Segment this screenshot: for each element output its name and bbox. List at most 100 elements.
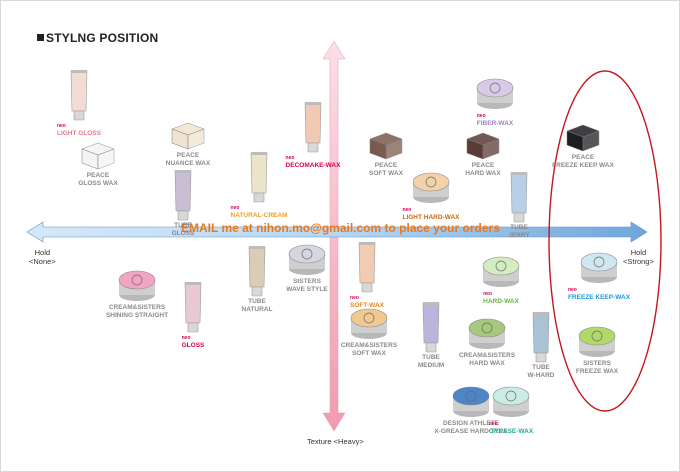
shining-straight-product-image [118, 270, 156, 301]
tube-medium-product-image [422, 302, 440, 353]
hold-none-label: Hold<None> [29, 248, 56, 266]
title-square-icon [37, 34, 44, 41]
decomake-wax-product-image [304, 102, 322, 153]
gloss-wax-product-image [81, 142, 115, 170]
light-hard-wax-product-image [412, 172, 450, 203]
product-name: GLOSS [181, 342, 205, 349]
product-brand: PEACE [86, 172, 110, 179]
product-brand: TUBE [422, 354, 440, 361]
product-name: SOFT WAX [369, 170, 403, 177]
product-name: JERRY [508, 232, 530, 239]
neo-badge: neo [285, 155, 295, 161]
soft-wax-product-image [369, 132, 403, 160]
order-email-overlay: EMAIL me at nihon.mo@gmail.com to place … [181, 221, 500, 235]
product-brand: TUBE [510, 224, 528, 231]
neo-badge: neo [476, 113, 486, 119]
product-name: W-HARD [527, 372, 555, 379]
tube-natural-product-image [248, 246, 266, 297]
neo-badge: neo [483, 291, 493, 297]
product-name: FREEZE KEEP-WAX [567, 294, 631, 301]
product-brand: SISTERS [583, 360, 611, 367]
neo-badge: neo [56, 123, 66, 129]
neo-badge: neo [350, 295, 359, 301]
cs-hard-wax-product-image [468, 318, 506, 349]
product-name: SOFT-WAX [350, 302, 384, 309]
product-name: NATURAL [241, 306, 273, 313]
product-name: NUANCE WAX [165, 160, 211, 167]
natural-cream-product-image [250, 152, 268, 203]
light-gloss-product-image [70, 70, 88, 121]
product-brand: CREAM&SISTERS [458, 352, 516, 359]
fiber-wax-product-image [476, 78, 514, 109]
product-name: HARD WAX [465, 170, 501, 177]
texture-heavy-label: Texture <Heavy> [307, 437, 364, 446]
product-name: SHINING STRAIGHT [105, 312, 169, 319]
product-brand: TUBE [532, 364, 550, 371]
product-brand: DESIGN ATHLETE [443, 420, 499, 427]
strong-hold-highlight [548, 70, 662, 412]
cs-soft-wax-product-image [350, 308, 388, 339]
product-name: DECOMAKE-WAX [285, 162, 341, 169]
neo-badge: neo [181, 335, 191, 341]
x-grease-product-image [452, 386, 490, 417]
neo-badge: neo [230, 205, 240, 211]
product-brand: PEACE [374, 162, 398, 169]
product-brand: TUBE [248, 298, 266, 305]
product-name: LIGHT HARD-WAX [402, 214, 460, 221]
product-name: GLOSS WAX [78, 180, 118, 187]
product-name: GLOSS [171, 230, 195, 237]
product-brand: PEACE [471, 162, 495, 169]
sisters-freeze-wax-product-image [578, 326, 616, 357]
tube-w-hard-product-image [532, 312, 550, 363]
grease-wax-product-image [492, 386, 530, 417]
product-name: FIBER-WAX [476, 120, 514, 127]
product-name: X-GREASE HARD TYPE [434, 428, 508, 435]
product-name: NATURAL-CREAM [230, 212, 288, 219]
tube-jerry-product-image [510, 172, 528, 223]
neo-badge: neo [402, 207, 412, 213]
product-brand: PEACE [571, 154, 595, 161]
product-name: GREASE-WAX [488, 428, 534, 435]
product-brand: CREAM&SISTERS [340, 342, 398, 349]
product-name: FREEZE KEEP WAX [552, 162, 614, 169]
freeze-keep-wax-neo-product-image [580, 252, 618, 283]
hard-wax-neo-product-image [482, 256, 520, 287]
gloss-product-image [184, 282, 202, 333]
product-name: LIGHT GLOSS [56, 130, 102, 137]
product-name: SOFT WAX [352, 350, 386, 357]
freeze-keep-wax-peace-product-image [566, 124, 600, 152]
product-name: HARD-WAX [483, 298, 519, 305]
product-brand: CREAM&SISTERS [108, 304, 166, 311]
product-brand: SISTERS [293, 278, 321, 285]
wave-style-product-image [288, 244, 326, 275]
soft-wax-neo-product-image [358, 242, 376, 293]
neo-badge: neo [488, 421, 498, 427]
page-title: STYLNG POSITION [37, 31, 158, 45]
product-brand: TUBE [174, 222, 192, 229]
product-brand: PEACE [176, 152, 200, 159]
